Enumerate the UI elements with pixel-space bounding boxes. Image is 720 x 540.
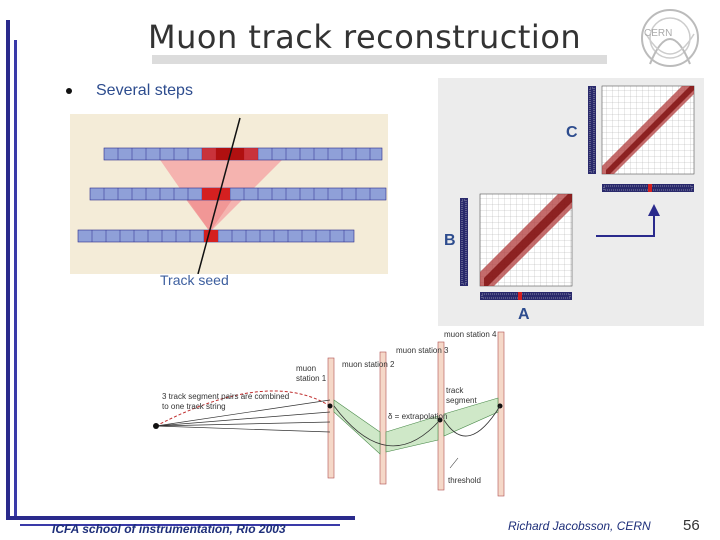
- threshold-label: threshold: [448, 476, 481, 485]
- chamber-row-2: [89, 187, 387, 201]
- chamber-row-1: [103, 147, 383, 161]
- track-line: [197, 117, 241, 275]
- chamber-row-3: [77, 229, 355, 243]
- station4-label: muon station 4: [444, 330, 497, 339]
- track-seed-caption: Track seed: [160, 272, 229, 288]
- station3-label: muon station 3: [396, 346, 449, 355]
- bottom-accent-bar: [10, 516, 355, 520]
- left-accent-bar-inner: [14, 40, 17, 520]
- page-number: 56: [683, 517, 700, 534]
- title-underline: [152, 55, 607, 64]
- muon-stations-diagram: [148, 328, 520, 508]
- label-c: C: [566, 124, 578, 141]
- station1-label: muon station 1: [296, 364, 327, 383]
- bullet-dot: [66, 88, 72, 94]
- bottom-accent-bar-inner: [20, 524, 340, 526]
- slide-title: Muon track reconstruction: [148, 18, 582, 56]
- footer-event: ICFA school of instrumentation, Rio 2003: [52, 522, 286, 536]
- label-b: B: [444, 232, 456, 249]
- track-seed-figure: [70, 114, 388, 275]
- pairs-note: 3 track segment pairs are combined to on…: [162, 392, 290, 411]
- label-a: A: [518, 306, 530, 323]
- station2-label: muon station 2: [342, 360, 395, 369]
- bullet-text: Several steps: [96, 82, 193, 99]
- cern-logo: CERN: [636, 4, 704, 80]
- extrapolation-label: δ = extrapolation: [388, 412, 448, 421]
- footer-author: Richard Jacobsson, CERN: [508, 519, 651, 533]
- logo-text: CERN: [644, 28, 672, 39]
- track-segment-label: track segment: [446, 386, 477, 405]
- station-correlation-figure: [438, 78, 704, 326]
- left-accent-bar: [6, 20, 10, 520]
